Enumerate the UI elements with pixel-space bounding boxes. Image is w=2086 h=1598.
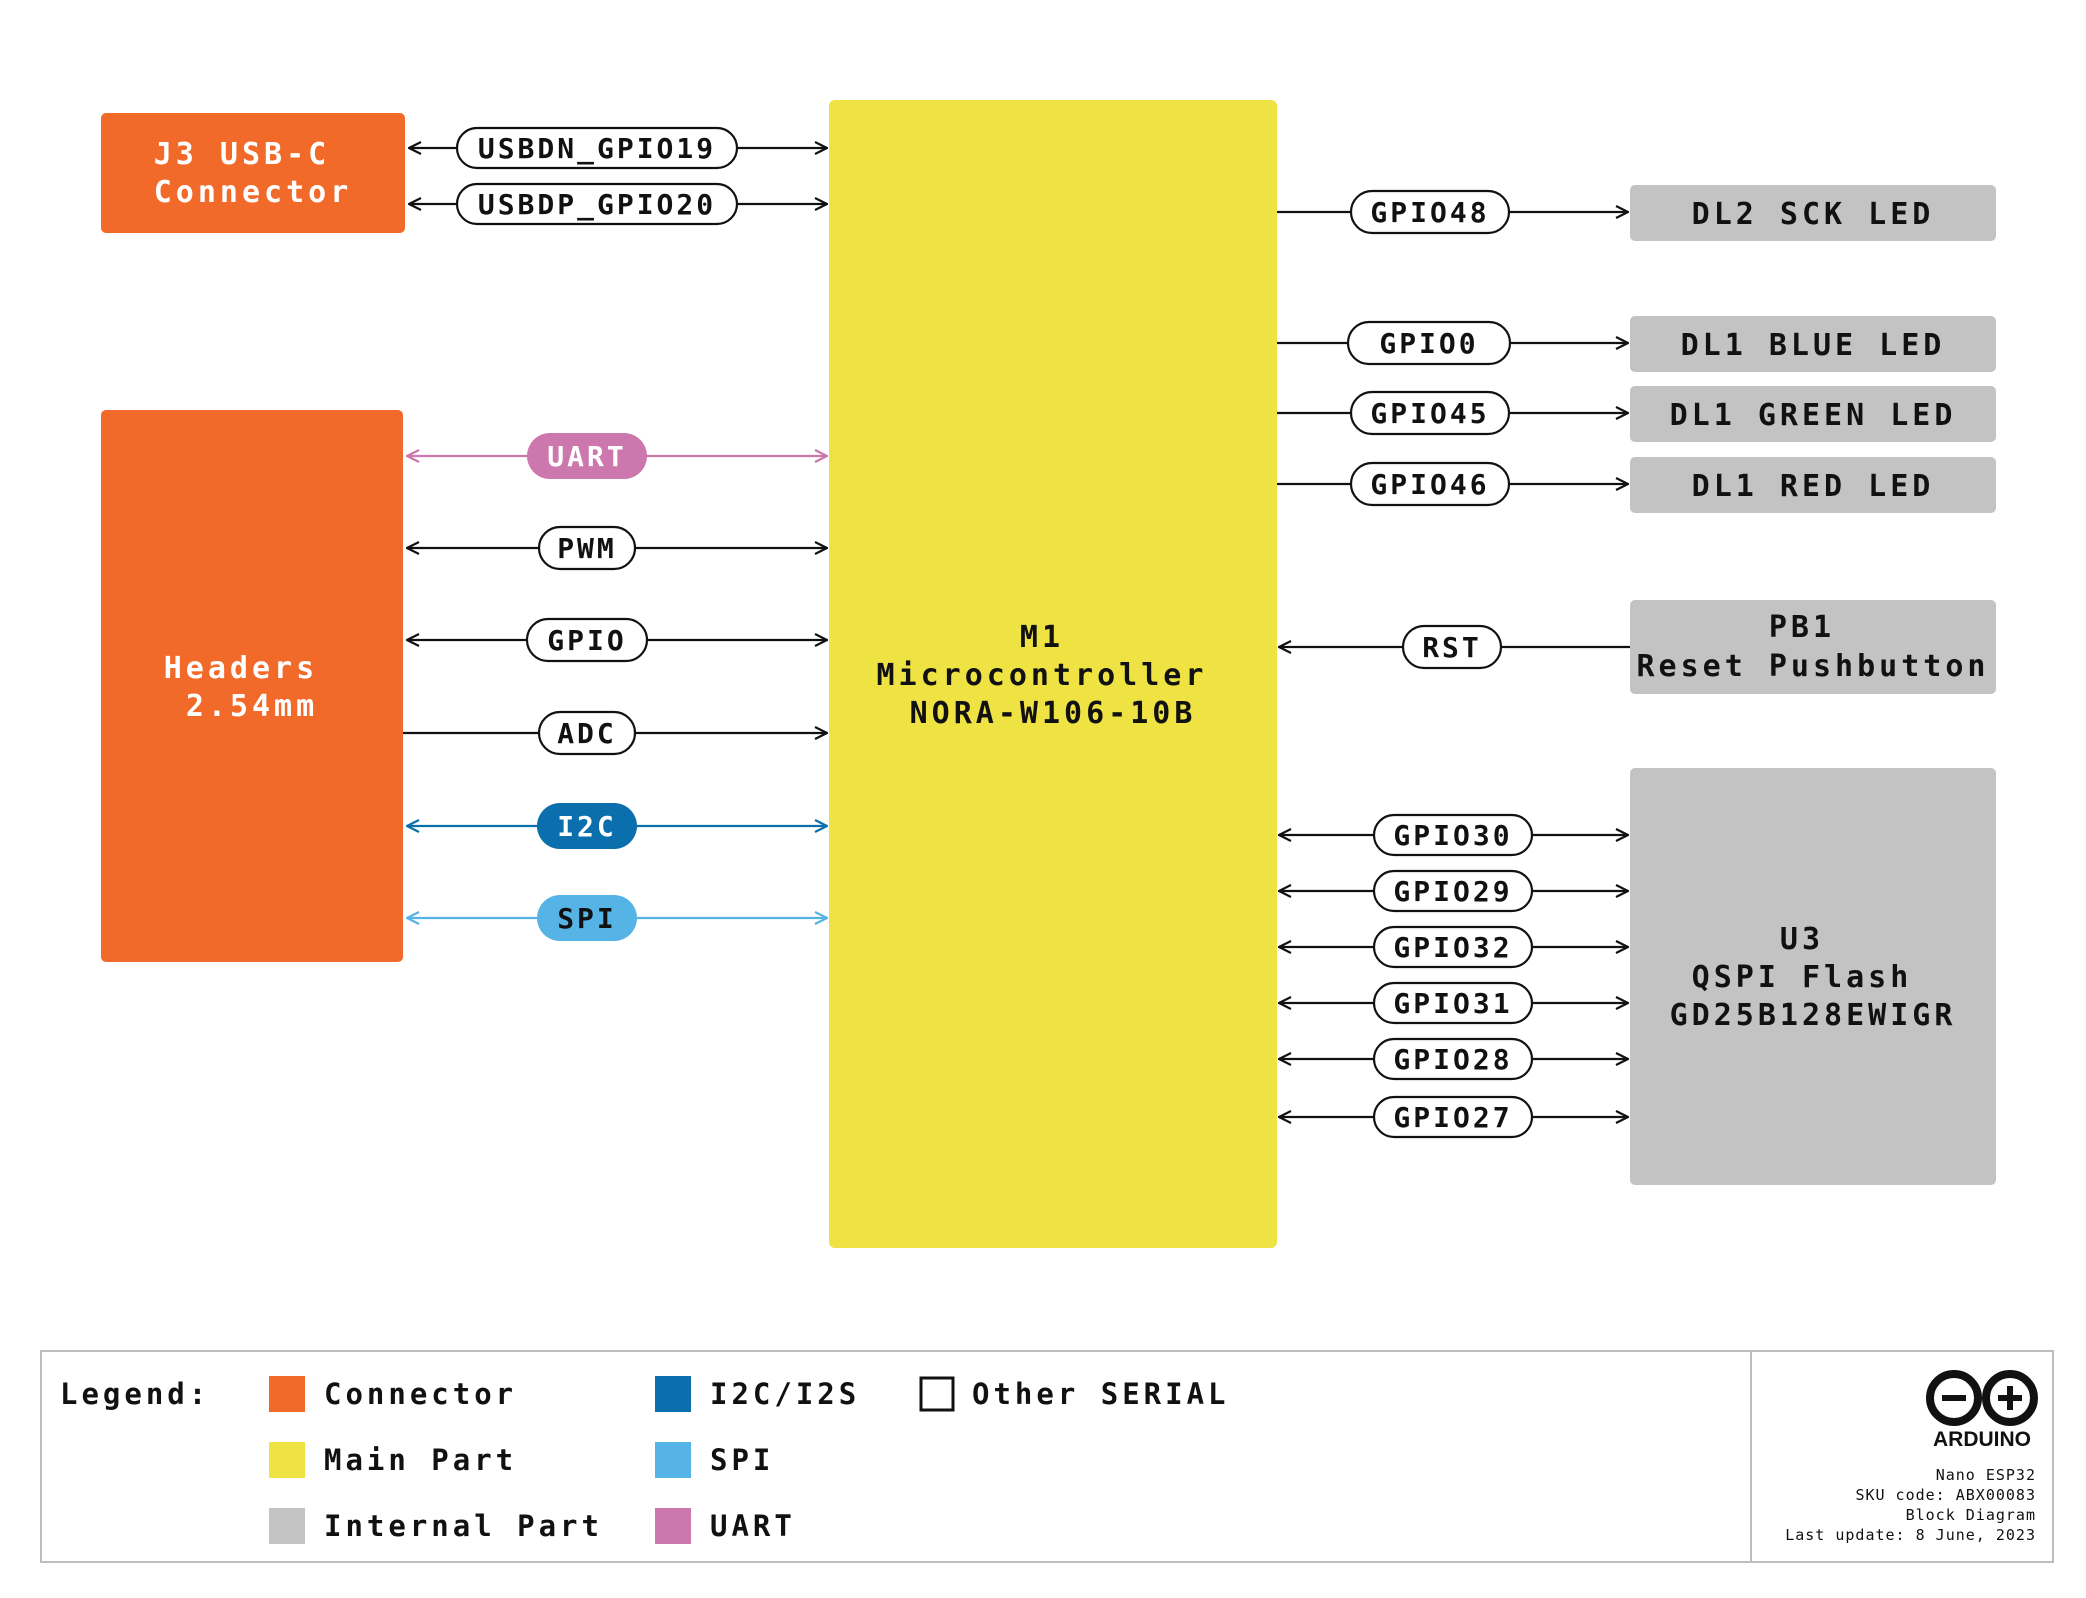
- footer-last-update: Last update: 8 June, 2023: [1785, 1526, 2036, 1544]
- usbc-line-1: J3 USB-C: [154, 137, 331, 172]
- signal-gpio0: GPIO0: [1277, 320, 1628, 366]
- signal-usbdn-label: USBDN_GPIO19: [478, 132, 716, 165]
- signal-gpio29-label: GPIO29: [1393, 875, 1512, 908]
- legend-label-main-part: Main Part: [324, 1443, 517, 1477]
- block-mcu: M1 Microcontroller NORA-W106-10B: [829, 100, 1277, 1248]
- block-dl1-blue-led: DL1 BLUE LED: [1630, 316, 1996, 372]
- dl1-blue-led-label: DL1 BLUE LED: [1681, 328, 1946, 363]
- signal-i2c: I2C: [407, 803, 827, 849]
- block-pb1-reset: PB1 Reset Pushbutton: [1630, 600, 1996, 694]
- signal-gpio45-label: GPIO45: [1370, 397, 1489, 430]
- u3-line-1: U3: [1780, 922, 1824, 957]
- signal-gpio48-label: GPIO48: [1370, 196, 1489, 229]
- legend-swatch-spi: [655, 1442, 691, 1478]
- dl1-green-led-label: DL1 GREEN LED: [1670, 398, 1957, 433]
- signal-gpio32-label: GPIO32: [1393, 931, 1512, 964]
- block-dl2-led: DL2 SCK LED: [1630, 185, 1996, 241]
- signal-gpio: GPIO: [407, 617, 827, 663]
- legend-panel: Legend: Connector Main Part Internal Par…: [40, 1350, 2054, 1563]
- mcu-line-1: M1: [1020, 620, 1064, 655]
- legend-label-spi: SPI: [710, 1443, 774, 1477]
- usbc-line-2: Connector: [154, 175, 353, 210]
- mcu-line-2: Microcontroller: [877, 658, 1208, 693]
- legend-label-uart: UART: [710, 1509, 796, 1543]
- pb1-line-1: PB1: [1769, 610, 1835, 645]
- legend-swatch-connector: [269, 1376, 305, 1412]
- signal-gpio28-label: GPIO28: [1393, 1043, 1512, 1076]
- signal-usbdp-label: USBDP_GPIO20: [478, 188, 716, 221]
- signal-gpio31: GPIO31: [1279, 981, 1628, 1025]
- signal-usbdn: USBDN_GPIO19: [409, 126, 827, 170]
- svg-text:U3 QSPI Flash GD25: U3 QSPI Flash GD25B128EWIGR: [1670, 922, 1957, 1033]
- footer-product: Nano ESP32: [1936, 1466, 2036, 1484]
- brand-name: ARDUINO: [1933, 1428, 2031, 1451]
- signal-gpio29: GPIO29: [1279, 869, 1628, 913]
- signal-gpio30: GPIO30: [1279, 813, 1628, 857]
- arduino-logo-icon: [1926, 1370, 2038, 1426]
- signal-gpio46: GPIO46: [1277, 461, 1628, 507]
- block-u3-flash: U3 QSPI Flash GD25B128EWIGR: [1630, 768, 1996, 1185]
- legend-swatch-other-serial: [919, 1376, 955, 1412]
- legend-swatch-internal-part: [269, 1508, 305, 1544]
- signal-gpio27-label: GPIO27: [1393, 1101, 1512, 1134]
- svg-text:J3 USB-C Connector: J3 USB-C Connector: [154, 137, 353, 210]
- headers-line-2: 2.54mm: [186, 689, 318, 724]
- legend-label-i2c: I2C/I2S: [710, 1377, 860, 1411]
- block-usbc: J3 USB-C Connector: [101, 113, 405, 233]
- signal-uart-label: UART: [547, 440, 626, 473]
- legend-swatch-main-part: [269, 1442, 305, 1478]
- signal-i2c-label: I2C: [557, 810, 617, 843]
- signal-gpio31-label: GPIO31: [1393, 987, 1512, 1020]
- signal-gpio30-label: GPIO30: [1393, 819, 1512, 852]
- block-dl1-red-led: DL1 RED LED: [1630, 457, 1996, 513]
- signal-pwm-label: PWM: [557, 532, 617, 565]
- signal-rst-label: RST: [1422, 631, 1482, 664]
- signal-gpio32: GPIO32: [1279, 925, 1628, 969]
- footer-doc-type: Block Diagram: [1906, 1506, 2036, 1524]
- u3-line-3: GD25B128EWIGR: [1670, 998, 1957, 1033]
- signal-gpio28: GPIO28: [1279, 1037, 1628, 1081]
- legend-title: Legend:: [60, 1377, 210, 1411]
- legend-swatch-i2c: [655, 1376, 691, 1412]
- block-dl1-green-led: DL1 GREEN LED: [1630, 386, 1996, 442]
- signal-gpio48: GPIO48: [1277, 189, 1628, 235]
- dl1-red-led-label: DL1 RED LED: [1692, 469, 1935, 504]
- svg-text:Headers 2.54mm: Headers 2.54mm: [164, 651, 341, 724]
- signal-gpio-label: GPIO: [547, 624, 626, 657]
- signal-usbdp: USBDP_GPIO20: [409, 182, 827, 226]
- signal-rst: RST: [1279, 624, 1630, 670]
- pb1-line-2: Reset Pushbutton: [1637, 649, 1990, 684]
- block-headers: Headers 2.54mm: [101, 410, 403, 962]
- signal-gpio27: GPIO27: [1279, 1095, 1628, 1139]
- signal-spi: SPI: [407, 895, 827, 941]
- mcu-line-3: NORA-W106-10B: [910, 696, 1197, 731]
- legend-label-other-serial: Other SERIAL: [972, 1377, 1230, 1411]
- dl2-led-label: DL2 SCK LED: [1692, 197, 1935, 232]
- legend-label-internal-part: Internal Part: [324, 1509, 603, 1543]
- legend-label-connector: Connector: [324, 1377, 517, 1411]
- svg-text:PB1 Reset Pushbutton: PB1 Reset Pushbutton: [1637, 610, 1990, 684]
- signal-adc: ADC: [403, 710, 827, 756]
- signal-pwm: PWM: [407, 525, 827, 571]
- signal-gpio0-label: GPIO0: [1379, 327, 1478, 360]
- signal-adc-label: ADC: [557, 717, 617, 750]
- signal-gpio46-label: GPIO46: [1370, 468, 1489, 501]
- signal-uart: UART: [407, 433, 827, 479]
- signal-spi-label: SPI: [557, 902, 617, 935]
- legend-swatch-uart: [655, 1508, 691, 1544]
- u3-line-2: QSPI Flash: [1692, 960, 1913, 995]
- footer-sku: SKU code: ABX00083: [1855, 1486, 2036, 1504]
- svg-text:M1 Microcontroller: M1 Microcontroller NORA-W106-10B: [877, 620, 1230, 731]
- signal-gpio45: GPIO45: [1277, 390, 1628, 436]
- headers-line-1: Headers: [164, 651, 318, 686]
